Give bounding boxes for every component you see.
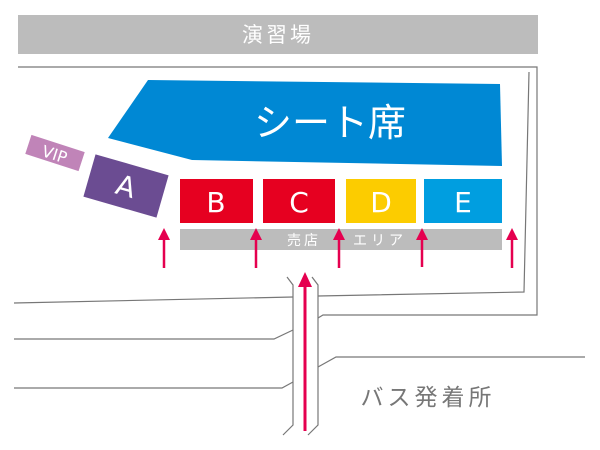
block-b[interactable]: B bbox=[180, 179, 253, 223]
boundary-lines bbox=[13, 66, 585, 436]
street-line-1 bbox=[14, 329, 294, 340]
block-c[interactable]: C bbox=[263, 179, 335, 223]
block-d-label: D bbox=[370, 186, 392, 219]
area-label: エリア bbox=[353, 233, 407, 249]
arrow-up-icon bbox=[416, 228, 428, 267]
seat-area[interactable]: シート席 bbox=[108, 80, 502, 166]
block-e-label: E bbox=[454, 186, 472, 219]
arrow-up-icon bbox=[333, 228, 345, 268]
seat-area-label: シート席 bbox=[254, 101, 406, 145]
entry-arrows bbox=[158, 228, 518, 431]
training-ground-label: 演習場 bbox=[242, 23, 314, 47]
arrow-up-icon bbox=[158, 228, 170, 268]
block-a[interactable]: A bbox=[83, 154, 169, 218]
main-route-arrow-icon bbox=[298, 272, 312, 431]
shop-label: 売店 bbox=[287, 233, 321, 249]
block-d[interactable]: D bbox=[346, 179, 416, 223]
training-ground-banner: 演習場 bbox=[18, 15, 538, 54]
arrow-up-icon bbox=[250, 228, 262, 268]
street-line-2 bbox=[14, 381, 294, 389]
block-c-label: C bbox=[289, 186, 309, 219]
outer-boundary bbox=[18, 66, 538, 319]
bus-stop-label: バス発着所 bbox=[361, 385, 496, 411]
block-e[interactable]: E bbox=[424, 179, 502, 223]
road-left-edge bbox=[282, 276, 294, 436]
arrow-up-icon bbox=[506, 228, 518, 268]
inner-boundary-left bbox=[13, 296, 294, 304]
road-right-edge bbox=[307, 276, 319, 436]
inner-boundary-right bbox=[317, 71, 530, 297]
block-vip[interactable]: VIP bbox=[25, 134, 85, 172]
street-line-3 bbox=[317, 356, 585, 368]
block-b-label: B bbox=[206, 186, 225, 219]
